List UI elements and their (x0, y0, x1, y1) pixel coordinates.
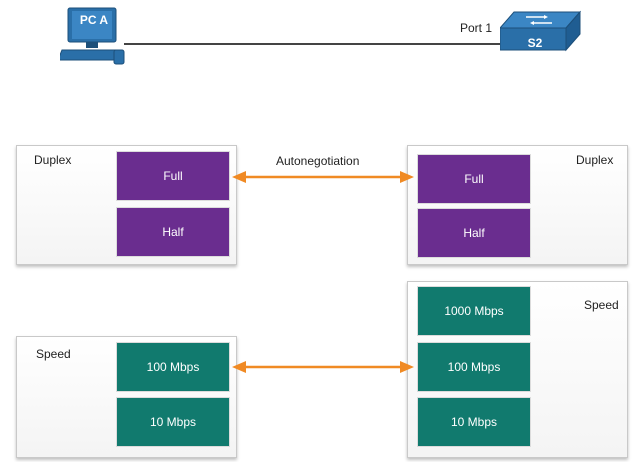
autonegotiation-label: Autonegotiation (276, 154, 360, 168)
speed-right-100: 100 Mbps (417, 342, 531, 392)
duplex-arrow (232, 171, 414, 183)
switch-icon (500, 10, 582, 52)
duplex-left-full: Full (116, 151, 230, 201)
speed-right-label: Speed (584, 298, 619, 312)
speed-right-10: 10 Mbps (417, 397, 531, 447)
speed-arrow (232, 361, 414, 373)
duplex-right-full: Full (417, 154, 531, 204)
switch-label: S2 (527, 36, 543, 50)
duplex-left-label: Duplex (34, 153, 72, 167)
network-cable (124, 43, 506, 45)
duplex-right-half: Half (417, 208, 531, 258)
port-label: Port 1 (460, 21, 493, 35)
speed-left-label: Speed (36, 347, 71, 361)
speed-left-100: 100 Mbps (116, 342, 230, 392)
pc-icon (60, 7, 125, 65)
speed-left-10: 10 Mbps (116, 397, 230, 447)
pc-label: PC A (79, 13, 109, 27)
duplex-right-label: Duplex (576, 153, 614, 167)
speed-right-1000: 1000 Mbps (417, 286, 531, 336)
duplex-left-half: Half (116, 207, 230, 257)
